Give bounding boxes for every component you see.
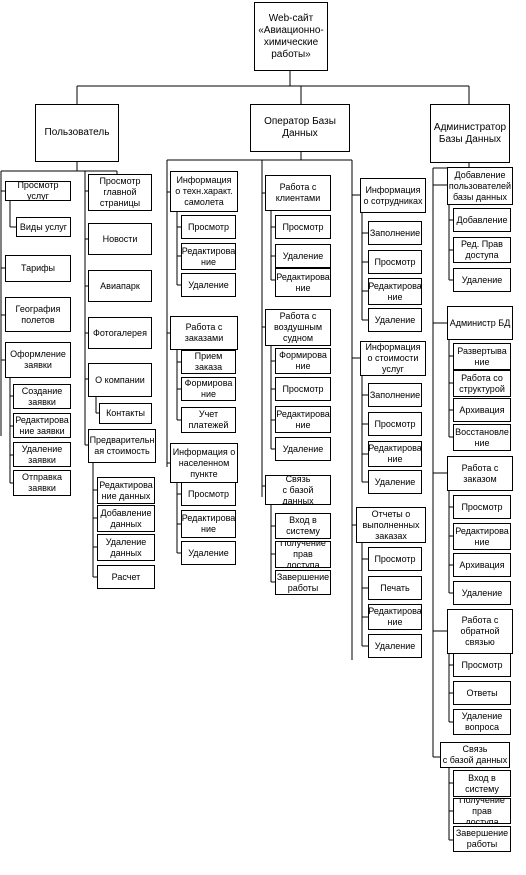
op-st-edit-node: Редактирова ние: [368, 278, 422, 305]
adm-orders-node: Работа с заказом: [447, 456, 513, 491]
op-orders-node: Работа с заказами: [170, 316, 238, 350]
user-calc-node: Расчет: [97, 565, 155, 589]
adm-db-access-node: Получение прав доступа: [453, 798, 511, 824]
user-tariffs-node: Тарифы: [5, 255, 71, 282]
adm-ao-edit-node: Редактирова ние: [453, 523, 511, 550]
adm-db-node: Связь с базой данных: [440, 742, 510, 768]
op-st-delete-node: Удаление: [368, 308, 422, 332]
user-service-types-node: Виды услуг: [16, 217, 71, 237]
user-application-node: Оформление заявки: [5, 342, 71, 378]
user-cost-delete-node: Удаление данных: [97, 534, 155, 561]
adm-u-delete-node: Удаление: [453, 268, 511, 292]
op-sc-edit-node: Редактирова ние: [368, 441, 422, 467]
operator-role-node: Оператор Базы Данных: [250, 104, 350, 152]
op-staff-node: Информация о сотрудниках: [360, 178, 426, 213]
op-ord-payments-node: Учет платежей: [181, 407, 236, 433]
adm-dbadmin-node: Администр БД: [447, 306, 513, 340]
op-db-login-node: Вход в систему: [275, 513, 331, 539]
op-settlement-node: Информация о населенном пункте: [170, 443, 238, 483]
op-aircraft-info-node: Информация о техн.характ. самолета: [170, 171, 238, 212]
op-ord-form-node: Формирова ние: [181, 377, 236, 401]
user-app-delete-node: Удаление заявки: [13, 442, 71, 467]
op-rp-delete-node: Удаление: [368, 634, 422, 658]
op-db-node: Связь с базой данных: [265, 475, 331, 505]
user-news-node: Новости: [88, 223, 152, 255]
op-cl-edit-node: Редактирова ние: [275, 268, 331, 297]
op-ai-view-node: Просмотр: [181, 215, 236, 239]
op-svc-cost-node: Информация о стоимости услуг: [360, 341, 426, 376]
op-cl-delete-node: Удаление: [275, 244, 331, 268]
adm-u-add-node: Добавление: [453, 208, 511, 232]
user-prelim-cost-node: Предварительн ая стоимость: [88, 429, 156, 463]
user-main-page-node: Просмотр главной страницы: [88, 174, 152, 211]
user-geography-node: География полетов: [5, 297, 71, 332]
adm-ao-view-node: Просмотр: [453, 495, 511, 519]
op-clients-node: Работа с клиентами: [265, 175, 331, 211]
op-sc-delete-node: Удаление: [368, 470, 422, 494]
user-app-create-node: Создание заявки: [13, 384, 71, 409]
user-app-edit-node: Редактирова ние заявки: [13, 413, 71, 438]
user-fleet-node: Авиапарк: [88, 270, 152, 302]
op-set-delete-node: Удаление: [181, 541, 236, 565]
user-app-send-node: Отправка заявки: [13, 470, 71, 496]
op-db-finish-node: Завершение работы: [275, 570, 331, 595]
op-ves-view-node: Просмотр: [275, 377, 331, 401]
op-db-access-node: Получение прав доступа: [275, 541, 331, 568]
op-ord-receive-node: Прием заказа: [181, 350, 236, 374]
op-st-fill-node: Заполнение: [368, 221, 422, 245]
op-rp-edit-node: Редактирова ние: [368, 604, 422, 630]
adm-users-node: Добавление пользователей базы данных: [447, 167, 513, 205]
adm-fb-delete-node: Удаление вопроса: [453, 709, 511, 735]
adm-db-login-node: Вход в систему: [453, 770, 511, 797]
op-set-view-node: Просмотр: [181, 482, 236, 506]
op-reports-node: Отчеты о выполненных заказах: [356, 507, 426, 543]
op-ves-form-node: Формирова ние: [275, 348, 331, 374]
adm-ao-archive-node: Архивация: [453, 553, 511, 577]
adm-db-finish-node: Завершение работы: [453, 826, 511, 852]
adm-fb-view-node: Просмотр: [453, 653, 511, 677]
adm-ao-delete-node: Удаление: [453, 581, 511, 605]
op-set-edit-node: Редактирова ние: [181, 510, 236, 538]
user-gallery-node: Фотогалерея: [88, 317, 152, 349]
user-about-node: О компании: [88, 363, 152, 397]
op-cl-view-node: Просмотр: [275, 215, 331, 239]
adm-feedback-node: Работа с обратной связью: [447, 609, 513, 654]
user-cost-edit-node: Редактирова ние данных: [97, 477, 155, 504]
op-ai-edit-node: Редактирова ние: [181, 243, 236, 270]
op-ai-delete-node: Удаление: [181, 273, 236, 297]
adm-u-rights-node: Ред. Прав доступа: [453, 237, 511, 263]
op-rp-print-node: Печать: [368, 576, 422, 600]
op-vessel-node: Работа с воздушным судном: [265, 309, 331, 346]
adm-dba-archive-node: Архивация: [453, 398, 511, 422]
adm-fb-answers-node: Ответы: [453, 681, 511, 705]
op-ves-delete-node: Удаление: [275, 437, 331, 461]
op-sc-view-node: Просмотр: [368, 412, 422, 436]
op-ves-edit-node: Редактирова ние: [275, 406, 331, 433]
adm-dba-deploy-node: Развертыва ние: [453, 343, 511, 370]
root-node: Web-сайт «Авиационно- химические работы»: [254, 2, 328, 71]
user-cost-add-node: Добавление данных: [97, 505, 155, 532]
adm-dba-struct-node: Работа со структурой: [453, 370, 511, 397]
op-sc-fill-node: Заполнение: [368, 383, 422, 407]
user-contacts-node: Контакты: [99, 403, 152, 424]
op-st-view-node: Просмотр: [368, 250, 422, 274]
op-rp-view-node: Просмотр: [368, 547, 422, 571]
user-services-node: Просмотр услуг: [5, 181, 71, 201]
adm-dba-restore-node: Восстановле ние: [453, 424, 511, 451]
admin-role-node: Администратор Базы Данных: [430, 104, 510, 163]
user-role-node: Пользователь: [35, 104, 119, 162]
